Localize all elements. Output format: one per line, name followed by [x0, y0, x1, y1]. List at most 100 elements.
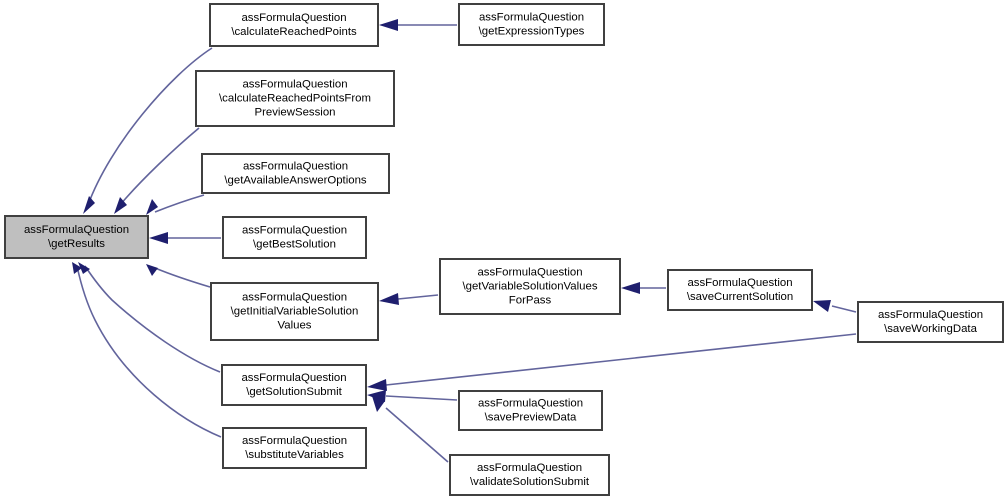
node-label-line1: assFormulaQuestion — [241, 372, 346, 384]
node-saveCurrentSolution[interactable]: assFormulaQuestion \saveCurrentSolution — [667, 269, 813, 311]
edge-line — [397, 294, 439, 300]
edge-line — [154, 194, 205, 213]
edge-getInitialVariableSolutionValues-to-getResults — [146, 264, 211, 288]
edge-line — [385, 407, 449, 463]
node-box[interactable] — [210, 282, 379, 341]
edge-getAvailableAnswerOptions-to-getResults — [146, 194, 205, 215]
node-label-line1: assFormulaQuestion — [242, 79, 347, 91]
node-label-line1: assFormulaQuestion — [24, 224, 129, 236]
edge-line — [119, 127, 200, 206]
edge-line — [385, 333, 857, 386]
node-label-line1: assFormulaQuestion — [878, 309, 983, 321]
node-box[interactable] — [458, 390, 603, 431]
node-box[interactable] — [667, 269, 813, 311]
edge-getSolutionSubmit-to-getResults — [78, 262, 221, 373]
arrowhead-icon — [72, 262, 82, 274]
edge-line — [831, 305, 857, 313]
node-box[interactable] — [195, 70, 395, 127]
node-label-line3: Values — [278, 320, 312, 332]
edge-line — [84, 265, 221, 373]
edge-line — [154, 267, 211, 288]
node-label-line2: \calculateReachedPointsFrom — [219, 93, 371, 105]
arrowhead-icon — [813, 300, 831, 312]
arrowhead-icon — [146, 199, 158, 215]
arrowhead-icon — [149, 232, 168, 244]
node-label-line3: PreviewSession — [254, 107, 335, 119]
node-label-line1: assFormulaQuestion — [478, 398, 583, 410]
node-box[interactable] — [449, 454, 610, 496]
edge-validateSolutionSubmit-to-getSolutionSubmit — [372, 396, 449, 463]
node-label-line2: \getExpressionTypes — [479, 26, 585, 38]
edge-getVariableSolutionValuesForPass-to-getInitialVariableSolutionValues — [379, 293, 439, 305]
edge-getExpressionTypes-to-calculateReachedPoints — [379, 19, 457, 31]
edge-line — [385, 395, 458, 401]
node-box[interactable] — [439, 258, 621, 315]
node-label-line2: \savePreviewData — [485, 412, 577, 424]
node-label-line1: assFormulaQuestion — [243, 161, 348, 173]
node-label-line2: \saveWorkingData — [884, 323, 978, 335]
edge-getBestSolution-to-getResults — [149, 232, 221, 244]
arrowhead-icon — [367, 379, 387, 391]
node-getVariableSolutionValuesForPass[interactable]: assFormulaQuestion\getVariableSolutionVa… — [439, 258, 621, 315]
edges-layer — [72, 19, 857, 463]
node-label-line1: assFormulaQuestion — [242, 292, 347, 304]
node-validateSolutionSubmit[interactable]: assFormulaQuestion \validateSolutionSubmi… — [449, 454, 610, 496]
node-box[interactable] — [201, 153, 390, 194]
edge-saveCurrentSolution-to-getVariableSolutionValuesForPass — [621, 282, 666, 294]
node-getInitialVariableSolutionValues[interactable]: assFormulaQuestion \getInitialVariableSol… — [210, 282, 379, 341]
arrowhead-icon — [83, 196, 95, 214]
edge-line — [76, 265, 222, 438]
arrowhead-icon — [114, 197, 127, 214]
node-label-line2: \calculateReachedPoints — [231, 26, 357, 38]
edge-saveWorkingData-to-saveCurrentSolution — [813, 300, 857, 313]
node-box[interactable] — [458, 3, 605, 46]
arrowhead-icon — [146, 264, 158, 276]
edge-line — [87, 47, 213, 206]
nodes-layer: assFormulaQuestion\getResultsassFormulaQ… — [4, 3, 1004, 496]
node-calculateReachedPoints[interactable]: assFormulaQuestion \calculateReachedPoint… — [209, 3, 379, 47]
node-label-line1: assFormulaQuestion — [242, 435, 347, 447]
node-savePreviewData[interactable]: assFormulaQuestion \savePreviewData — [458, 390, 603, 431]
node-saveWorkingData[interactable]: assFormulaQuestion \saveWorkingData — [857, 301, 1004, 343]
edge-saveWorkingData-to-getSolutionSubmit — [367, 333, 857, 391]
node-label-line3: ForPass — [509, 295, 552, 307]
node-label-line1: assFormulaQuestion — [477, 462, 582, 474]
edge-savePreviewData-to-getSolutionSubmit — [367, 390, 458, 402]
node-box[interactable] — [4, 215, 149, 259]
node-box[interactable] — [209, 3, 379, 47]
node-box[interactable] — [222, 216, 367, 259]
node-label-line2: \getBestSolution — [253, 239, 336, 251]
node-getResults[interactable]: assFormulaQuestion \getResults — [4, 215, 149, 259]
node-getAvailableAnswerOptions[interactable]: assFormulaQuestion \getAvailableAnswerOpt… — [201, 153, 390, 194]
edge-substituteVariables-to-getResults — [72, 262, 222, 438]
node-getExpressionTypes[interactable]: assFormulaQuestion\getExpressionTypes — [458, 3, 605, 46]
edge-calculateReachedPointsFromPreviewSession-to-getResults — [114, 127, 200, 214]
node-box[interactable] — [221, 364, 367, 406]
node-label-line1: assFormulaQuestion — [687, 277, 792, 289]
arrowhead-icon — [379, 293, 399, 305]
arrowhead-icon — [372, 396, 385, 412]
arrowhead-icon — [367, 390, 386, 402]
arrowhead-icon — [621, 282, 640, 294]
node-label-line2: \getResults — [48, 238, 105, 250]
node-label-line2: \substituteVariables — [245, 449, 344, 461]
node-getSolutionSubmit[interactable]: assFormulaQuestion \getSolutionSubmit — [221, 364, 367, 406]
node-label-line2: \getInitialVariableSolution — [231, 306, 359, 318]
node-label-line1: assFormulaQuestion — [242, 225, 347, 237]
arrowhead-icon — [379, 19, 398, 31]
node-label-line2: \saveCurrentSolution — [687, 291, 793, 303]
node-label-line2: \validateSolutionSubmit — [470, 476, 590, 488]
arrowhead-icon — [78, 262, 90, 274]
node-label-line1: assFormulaQuestion — [241, 12, 346, 24]
node-label-line2: \getSolutionSubmit — [246, 386, 342, 398]
node-substituteVariables[interactable]: assFormulaQuestion \substituteVariables — [222, 427, 367, 469]
node-box[interactable] — [857, 301, 1004, 343]
node-label-line2: \getVariableSolutionValues — [462, 281, 597, 293]
node-getBestSolution[interactable]: assFormulaQuestion \getBestSolution — [222, 216, 367, 259]
node-box[interactable] — [222, 427, 367, 469]
node-calculateReachedPointsFromPreviewSession[interactable]: assFormulaQuestion \calculateReachedPoint… — [195, 70, 395, 127]
edge-calculateReachedPoints-to-getResults — [83, 47, 213, 214]
node-label-line2: \getAvailableAnswerOptions — [224, 175, 367, 187]
